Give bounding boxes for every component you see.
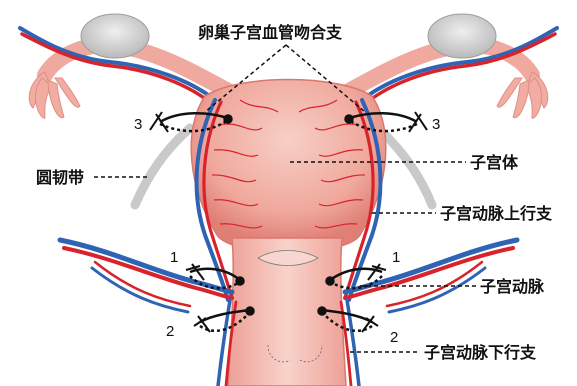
ligature-number-3-left: 3 — [134, 116, 142, 133]
uterine-artery-left — [60, 240, 232, 312]
ligature-number-1-left: 1 — [170, 249, 178, 266]
ovary-left — [81, 14, 149, 58]
ligature-number-2-left: 2 — [166, 323, 174, 340]
label-uterine-body: 子宫体 — [470, 153, 519, 172]
label-round-ligament: 圆韧带 — [36, 168, 84, 187]
ovary-right — [428, 14, 496, 58]
label-ovarian-anastomosis: 卵巢子宫血管吻合支 — [198, 23, 343, 42]
label-uterine-artery: 子宫动脉 — [480, 277, 545, 296]
fimbriae-left — [29, 72, 80, 118]
label-ascending-branch: 子宫动脉上行支 — [440, 204, 553, 223]
round-ligament-left — [135, 128, 190, 205]
ligature-number-2-right: 2 — [390, 329, 398, 346]
ligature-number-3-right: 3 — [432, 116, 440, 133]
label-descending-branch: 子宫动脉下行支 — [424, 343, 537, 362]
ligature-number-1-right: 1 — [392, 249, 400, 266]
fimbriae-right — [497, 72, 548, 118]
